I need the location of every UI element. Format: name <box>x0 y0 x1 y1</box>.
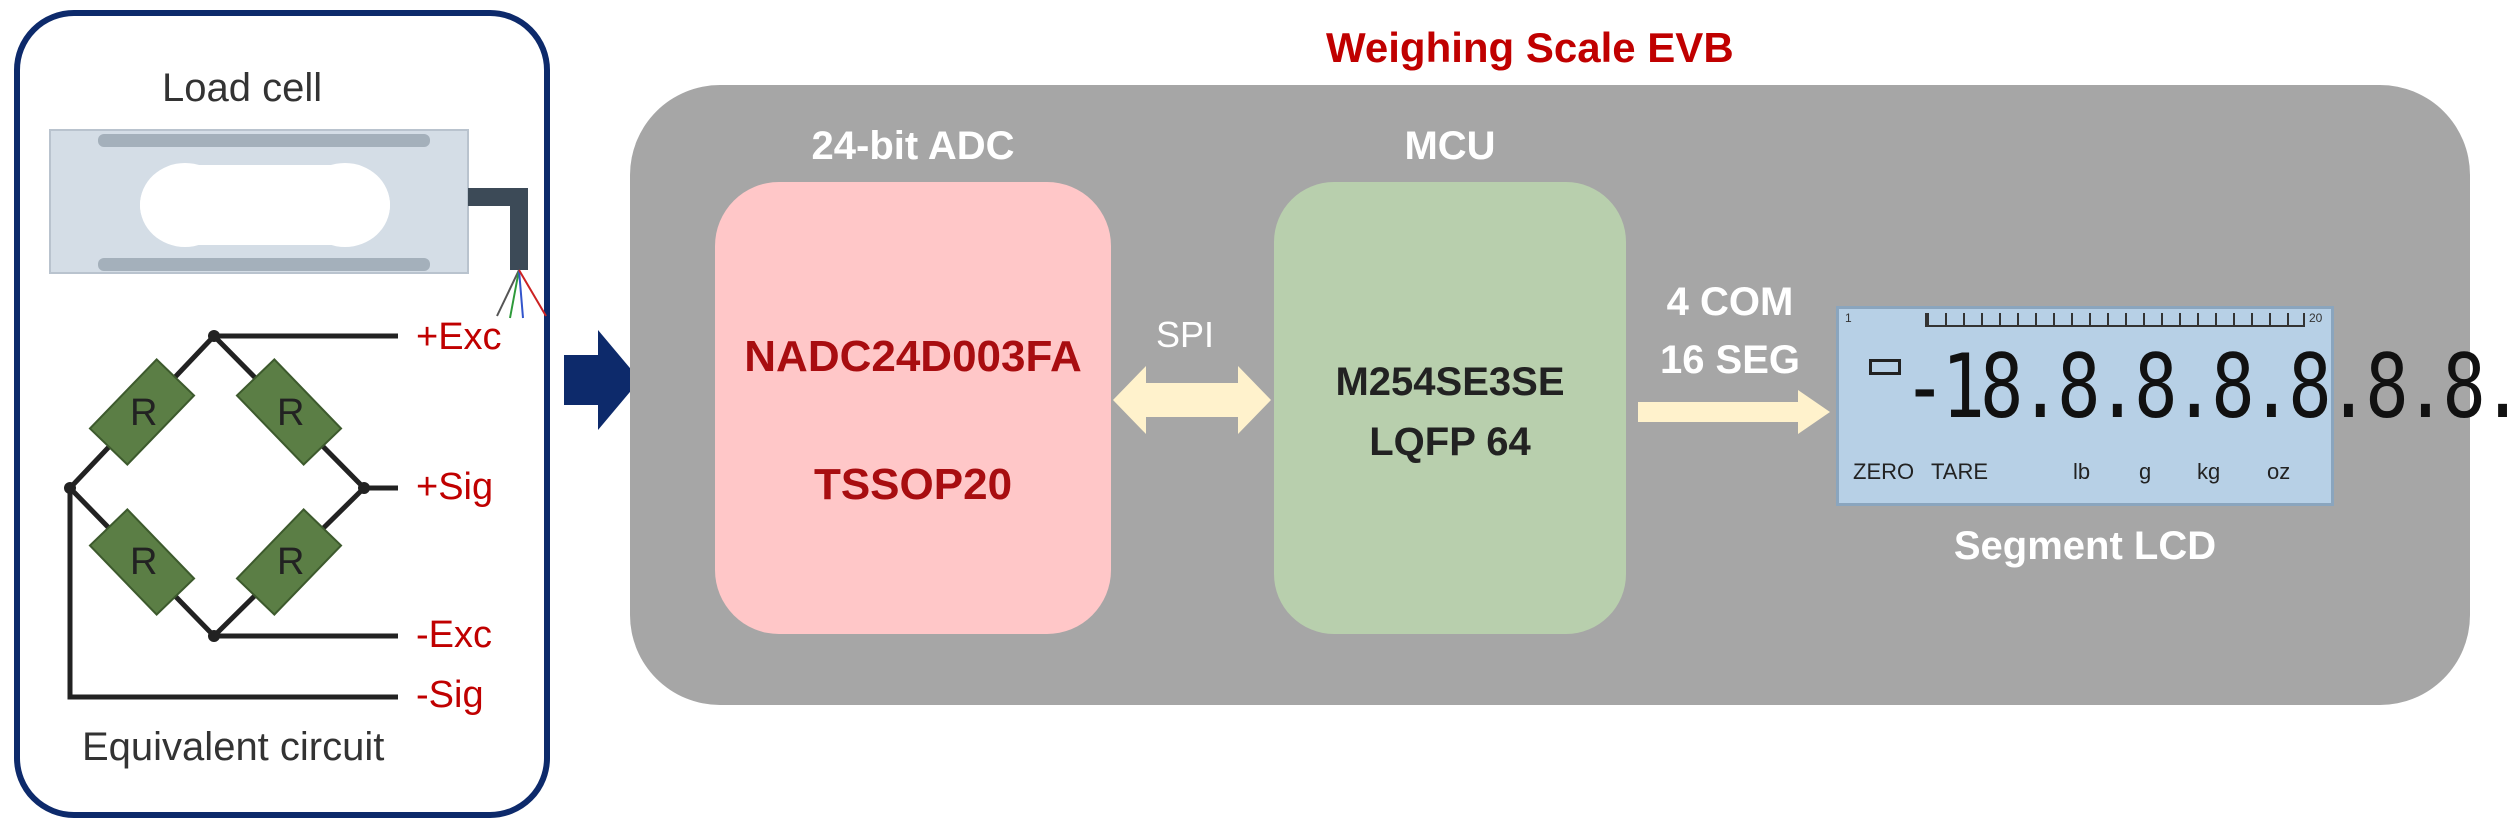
adc-heading: 24-bit ADC <box>811 124 1015 168</box>
lcd-link-com-label: 4 COM <box>1666 280 1794 324</box>
adc-part-number: NADC24D003FA <box>744 332 1082 381</box>
lcd-annunciator-tare: TARE <box>1931 459 1989 484</box>
equivalent-circuit-label: Equivalent circuit <box>82 725 385 769</box>
adc-block: NADC24D003FA TSSOP20 <box>715 182 1111 634</box>
lcd-annunciator-zero: ZERO <box>1853 459 1915 484</box>
diagram-graphics <box>49 129 547 700</box>
resistor-top-left <box>88 357 196 467</box>
lcd-unit-kg: kg <box>2197 459 2221 484</box>
signal-label-minus-sig: -Sig <box>416 674 484 716</box>
mcu-package: LQFP 64 <box>1369 420 1531 464</box>
adc-package: TSSOP20 <box>813 460 1013 509</box>
lcd-unit-lb: lb <box>2073 459 2091 484</box>
segment-lcd-label: Segment LCD <box>1953 524 2217 568</box>
resistor-bottom-right <box>235 507 343 617</box>
node-top <box>208 330 220 342</box>
mcu-part-number: M254SE3SE <box>1335 360 1565 404</box>
battery-icon <box>1869 359 1901 375</box>
mcu-heading: MCU <box>1404 124 1496 168</box>
lcd-scale-start: 1 <box>1845 311 1852 325</box>
node-right <box>358 482 370 494</box>
lcd-unit-g: g <box>2139 459 2152 484</box>
lcd-bar-scale <box>1925 313 2305 327</box>
lcd-digits: -18.8.8.8.8.8.8. <box>1903 335 2519 438</box>
resistor-top-right <box>235 357 343 467</box>
resistor-label: R <box>130 541 158 583</box>
mcu-block: M254SE3SE LQFP 64 <box>1274 182 1626 634</box>
node-left <box>64 482 76 494</box>
resistor-label: R <box>277 541 305 583</box>
resistor-label: R <box>277 392 305 434</box>
resistor-bottom-left <box>88 507 196 617</box>
load-cell-image <box>49 129 547 319</box>
lcd-link-seg-label: 16 SEG <box>1659 338 1801 382</box>
lcd-unit-oz: oz <box>2267 459 2291 484</box>
evb-title: Weighing Scale EVB <box>1326 24 1734 71</box>
spi-label: SPI <box>1155 314 1215 355</box>
signal-label-minus-exc: -Exc <box>416 614 492 656</box>
lcd-scale-end: 20 <box>2309 311 2323 325</box>
signal-label-plus-exc: +Exc <box>416 316 502 358</box>
node-bottom <box>208 630 220 642</box>
segment-lcd: 1 20 -18.8.8.8.8.8.8. ZERO TARE lb g kg … <box>1836 306 2519 506</box>
load-cell-label: Load cell <box>162 66 323 110</box>
resistor-label: R <box>130 392 158 434</box>
signal-label-plus-sig: +Sig <box>416 466 494 508</box>
